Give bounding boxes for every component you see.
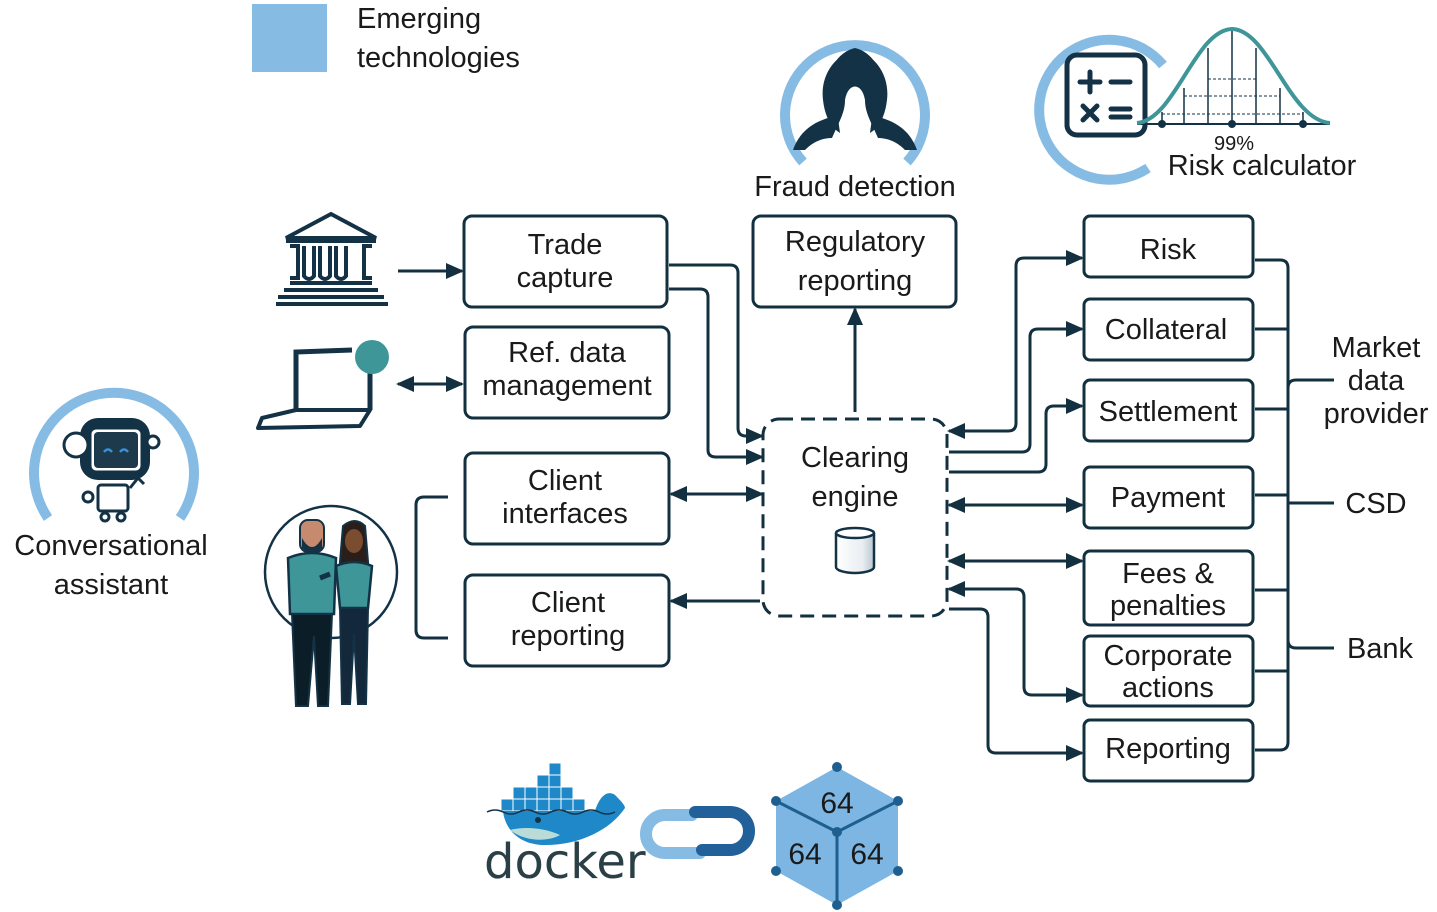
client-interfaces-line1: Client — [528, 465, 602, 497]
robot-icon — [62, 418, 161, 523]
client-reporting-line1: Client — [531, 587, 605, 619]
trade-capture-line1: Trade — [528, 229, 603, 261]
external-bus — [1255, 258, 1290, 752]
people-icon — [263, 504, 399, 707]
cube-right-label: 64 — [850, 838, 883, 871]
corporate-line1: Corporate — [1104, 640, 1233, 672]
ref-data-box[interactable]: Ref. data management — [463, 325, 671, 420]
risk-label: Risk — [1140, 234, 1197, 266]
clearing-engine-line1: Clearing — [801, 442, 909, 474]
database-icon — [834, 526, 876, 575]
notification-dot — [355, 340, 389, 374]
legend: Emerging technologies — [252, 3, 520, 74]
client-reporting-box[interactable]: Client reporting — [463, 573, 671, 668]
risk-percentile: 99% — [1214, 133, 1254, 155]
ref-data-line2: management — [482, 370, 651, 402]
assistant-label-line2: assistant — [54, 569, 168, 601]
ref-data-line1: Ref. data — [508, 337, 627, 369]
client-interfaces-box[interactable]: Client interfaces — [463, 451, 671, 546]
cube-64-icon: 64 64 64 — [771, 762, 903, 910]
cube-left-label: 64 — [788, 838, 821, 871]
docker-wordmark: docker — [484, 834, 646, 890]
cube-top-label: 64 — [820, 787, 853, 820]
bank-building-icon — [276, 211, 388, 306]
calculator-icon — [1064, 52, 1148, 138]
market-data-line1: Market — [1332, 332, 1421, 364]
market-data-line3: provider — [1324, 398, 1429, 430]
trade-capture-line2: capture — [517, 262, 614, 294]
legend-swatch — [252, 4, 327, 72]
market-data-line2: data — [1348, 365, 1405, 397]
clearing-engine-line2: engine — [811, 481, 898, 513]
hooded-figure-icon — [793, 48, 917, 150]
laptop-icon — [256, 340, 389, 430]
risk-calculator: 99% Risk calculator — [1034, 26, 1357, 185]
clients-bracket — [414, 495, 448, 640]
corporate-engine-arrow — [947, 581, 1084, 703]
fraud-ring-arc — [780, 40, 930, 166]
regulatory-reporting-box[interactable]: Regulatory reporting — [751, 214, 958, 309]
assistant-label-line1: Conversational — [14, 530, 207, 562]
fees-penalties-box[interactable]: Fees & penalties — [1082, 549, 1255, 627]
regulatory-line1: Regulatory — [785, 226, 926, 258]
legend-label-line1: Emerging — [357, 3, 481, 35]
engine-to-collateral-arrow — [949, 321, 1084, 454]
clearing-engine-box[interactable]: Clearing engine — [761, 417, 949, 618]
trade-to-engine-arrow-2 — [669, 287, 764, 465]
bank-link — [1286, 639, 1334, 650]
fees-line1: Fees & — [1122, 558, 1214, 590]
legend-label-line2: technologies — [357, 42, 520, 74]
conversational-assistant: Conversational assistant — [14, 387, 208, 601]
connectors — [396, 250, 1334, 761]
risk-ring-arc — [1034, 34, 1167, 185]
trade-capture-box[interactable]: Trade capture — [462, 214, 669, 309]
reporting-label: Reporting — [1105, 733, 1231, 765]
docker-whale-icon — [486, 762, 625, 845]
csd-label: CSD — [1345, 488, 1406, 520]
docker-logo: docker — [484, 762, 646, 890]
chain-link-icon — [640, 806, 755, 859]
payment-box[interactable]: Payment — [1082, 465, 1255, 530]
client-reporting-line2: reporting — [511, 620, 625, 652]
market-data-provider-label: Market data provider — [1324, 332, 1429, 430]
bell-curve-icon — [1136, 26, 1331, 128]
risk-box[interactable]: Risk — [1082, 214, 1255, 279]
settlement-label: Settlement — [1099, 396, 1238, 428]
trade-to-engine-arrow-1 — [669, 263, 764, 444]
risk-calculator-label: Risk calculator — [1168, 150, 1357, 182]
collateral-label: Collateral — [1105, 314, 1228, 346]
reporting-box[interactable]: Reporting — [1082, 718, 1255, 783]
fraud-detection: Fraud detection — [754, 40, 956, 203]
fees-line2: penalties — [1110, 590, 1226, 622]
assistant-ring-arc — [29, 387, 199, 521]
corporate-line2: actions — [1122, 672, 1214, 704]
risk-engine-arrow — [947, 250, 1084, 439]
collateral-box[interactable]: Collateral — [1082, 297, 1255, 362]
engine-to-reporting-arrow — [949, 607, 1084, 761]
calculator-glyphs — [1077, 69, 1133, 123]
fraud-detection-label: Fraud detection — [754, 171, 956, 203]
regulatory-line2: reporting — [798, 265, 912, 297]
corporate-actions-box[interactable]: Corporate actions — [1082, 634, 1255, 708]
engine-to-settlement-arrow — [949, 398, 1084, 474]
payment-label: Payment — [1111, 482, 1225, 514]
market-data-link — [1286, 378, 1334, 389]
bank-label: Bank — [1347, 633, 1414, 665]
settlement-box[interactable]: Settlement — [1082, 378, 1255, 443]
client-interfaces-line2: interfaces — [502, 498, 628, 530]
